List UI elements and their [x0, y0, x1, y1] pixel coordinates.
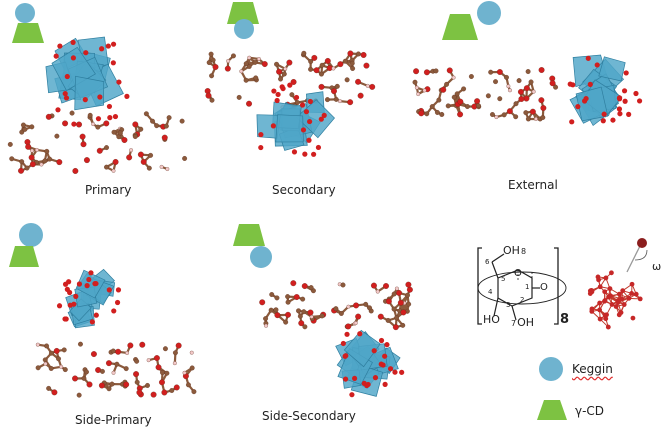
ring-number-2: 2 [520, 296, 525, 304]
ball-stick [587, 238, 648, 330]
legend-cd-label: γ-CD [575, 404, 605, 418]
label-secondary: Secondary [272, 183, 336, 197]
label-external: External [508, 178, 558, 192]
keggin-ball-stick-model [587, 238, 648, 330]
keggin-circle [250, 246, 272, 268]
cd-trapezoid [9, 246, 39, 267]
icon-keggin-side-primary [9, 223, 43, 267]
ring-number-3: 3 [506, 301, 511, 309]
molecule-side-secondary [259, 280, 413, 398]
right-bracket [554, 247, 559, 325]
ring-number-1: 1 [525, 283, 530, 291]
cd-trapezoid [12, 23, 44, 43]
keggin-cluster [56, 268, 122, 329]
icon-keggin-external [442, 1, 501, 40]
keggin-circle [234, 19, 254, 39]
keggin-cluster [567, 54, 643, 127]
legend-keggin-circle [539, 357, 563, 381]
icon-keggin-secondary [227, 2, 259, 39]
ring-number-4: 4 [488, 288, 493, 296]
label-side-secondary: Side-Secondary [262, 409, 356, 423]
legend-cd-trapezoid [537, 400, 567, 420]
icon-keggin-side-secondary [233, 224, 272, 268]
keggin-circle [19, 223, 43, 247]
keggin-cluster [256, 82, 335, 157]
label-primary: Primary [85, 183, 132, 197]
ring-number-6: 6 [485, 258, 490, 266]
depth-ellipse [477, 271, 567, 305]
cyclodextrin [204, 50, 376, 110]
omega-label: ω [652, 260, 662, 273]
cyclodextrin [7, 110, 188, 174]
ho-left-label: HO [483, 313, 500, 326]
keggin-circle [15, 3, 35, 23]
ring-number-5: 5 [501, 275, 506, 283]
oh-top-label: OH8 [503, 244, 527, 257]
oh-bottom-label: 7OH [511, 316, 535, 329]
molecule-secondary [204, 50, 376, 157]
gamma-cd-structure [477, 247, 567, 325]
cd-trapezoid [233, 224, 265, 246]
cd-trapezoid [227, 2, 259, 24]
molecule-primary [7, 36, 188, 174]
link-oxygen: O [540, 282, 548, 293]
keggin-circle [477, 1, 501, 25]
molecule-side-primary [35, 268, 197, 398]
cyclodextrin [412, 67, 559, 122]
legend-keggin-label: Keggin [572, 362, 613, 376]
cyclodextrin [259, 280, 413, 331]
ring-oxygen: O [514, 268, 522, 279]
keggin-cluster [45, 36, 130, 127]
repeat-count: 8 [560, 312, 570, 327]
molecule-external [412, 54, 643, 127]
label-side-primary: Side-Primary [75, 413, 152, 427]
cd-trapezoid [442, 14, 478, 40]
icon-keggin-primary [12, 3, 44, 43]
cyclodextrin [35, 341, 197, 398]
keggin-cluster [335, 329, 405, 398]
